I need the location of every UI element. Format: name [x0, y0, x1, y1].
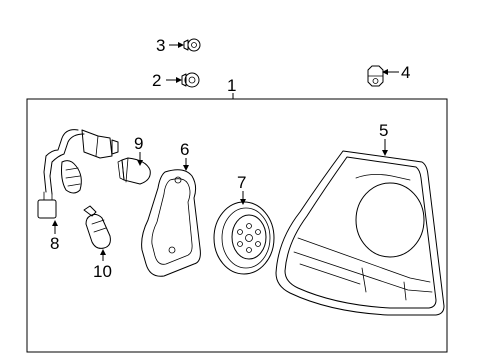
callout-10[interactable]: 10	[93, 249, 112, 281]
callout-4[interactable]: 4	[382, 63, 410, 82]
callout-3[interactable]: 3	[156, 36, 184, 55]
callout-1[interactable]: 1	[227, 76, 236, 99]
callout-2-label: 2	[152, 71, 161, 90]
socket-plate-part-7	[213, 201, 275, 275]
callout-9-label: 9	[134, 134, 143, 153]
callout-3-label: 3	[156, 36, 165, 55]
callout-6[interactable]: 6	[180, 140, 189, 171]
tail-lamp-housing-part-5	[275, 150, 445, 316]
callout-7-label: 7	[237, 173, 246, 192]
callout-7[interactable]: 7	[237, 173, 246, 205]
callout-5-label: 5	[379, 121, 388, 140]
callout-9[interactable]: 9	[134, 134, 143, 166]
socket-harness-part-8	[37, 129, 119, 219]
assembly-frame	[26, 98, 448, 353]
bulb-part-9	[117, 157, 151, 185]
callout-5[interactable]: 5	[379, 121, 388, 156]
callout-10-label: 10	[93, 262, 112, 281]
grommet-part-2	[181, 72, 200, 88]
callout-8-label: 8	[50, 234, 59, 253]
callout-8[interactable]: 8	[50, 220, 59, 253]
callout-4-label: 4	[401, 63, 410, 82]
callout-6-label: 6	[180, 140, 189, 159]
gasket-part-6	[141, 169, 201, 277]
screw-part-3	[183, 38, 201, 52]
bulb-part-10	[83, 205, 111, 249]
callout-2[interactable]: 2	[152, 71, 182, 90]
nut-part-4	[367, 65, 384, 87]
callout-1-label: 1	[227, 76, 236, 95]
